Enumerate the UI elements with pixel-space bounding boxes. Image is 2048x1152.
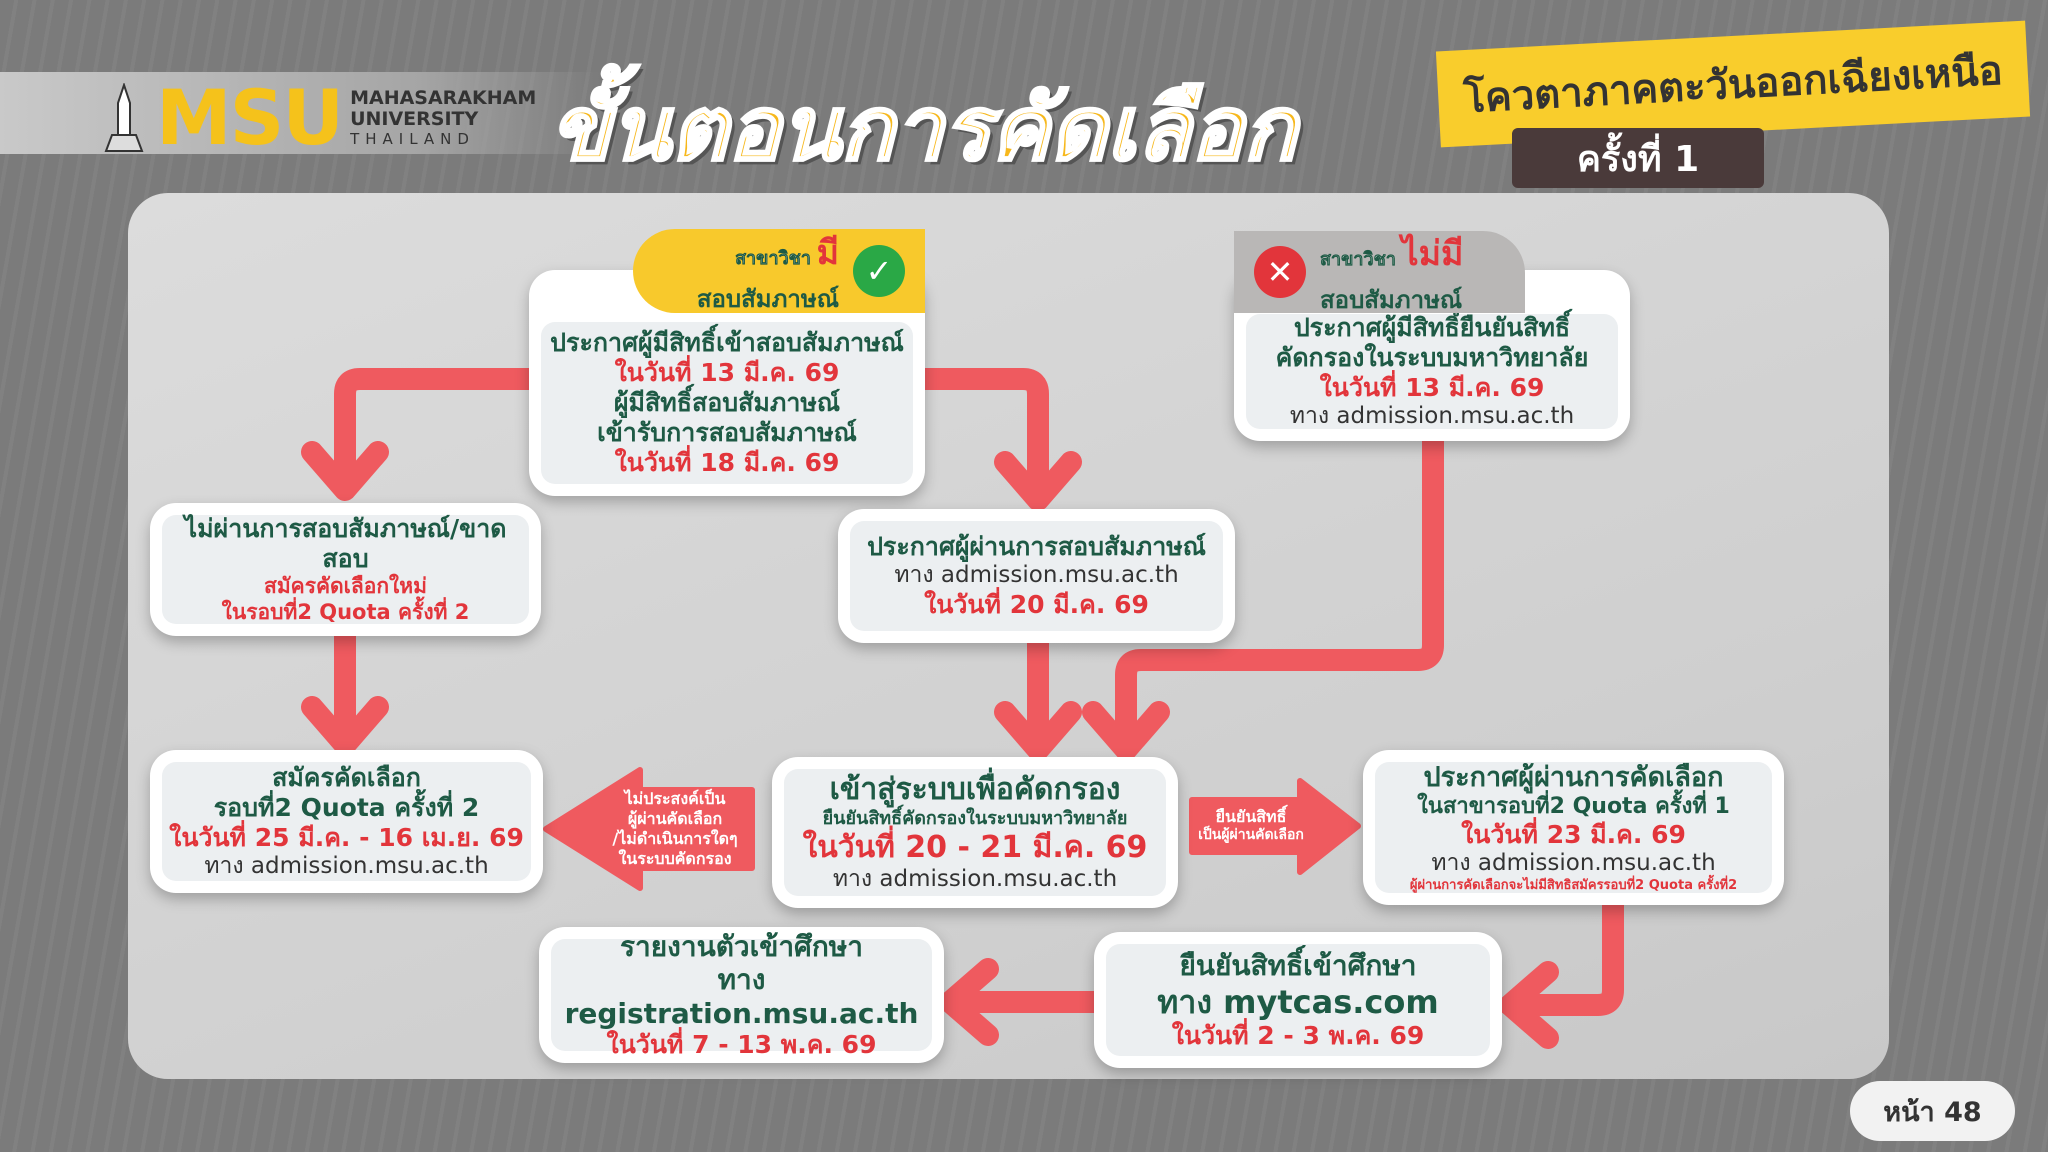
confirm-box: ยืนยันสิทธิ์เข้าศึกษา ทาง mytcas.com ในว… — [1094, 932, 1502, 1068]
arrow-to-pass — [914, 368, 1082, 511]
logo-line: THAILAND — [350, 130, 475, 149]
university-emblem-icon — [104, 83, 144, 152]
box-text: ไม่ผ่านการสอบสัมภาษณ์/ขาดสอบ — [184, 514, 507, 574]
box-text: ประกาศผู้ผ่านการคัดเลือก — [1423, 761, 1724, 793]
box-url: ทาง admission.msu.ac.th — [832, 865, 1118, 892]
arrow-label-line: ยืนยันสิทธิ์ — [1215, 807, 1287, 827]
page-number: หน้า 48 — [1850, 1081, 2015, 1141]
box-date: ในวันที่ 25 มี.ค. - 16 เม.ย. 69 — [169, 822, 524, 852]
box-date: ในวันที่ 20 - 21 มี.ค. 69 — [802, 829, 1148, 865]
tag-main: สอบสัมภาษณ์ — [1320, 285, 1463, 314]
box-date: ในวันที่ 18 มี.ค. 69 — [614, 448, 840, 477]
box-date: ในวันที่ 13 มี.ค. 69 — [614, 358, 840, 387]
box-text: เข้ารับการสอบสัมภาษณ์ — [597, 418, 857, 447]
tag-main: สอบสัมภาษณ์ — [696, 284, 839, 313]
decline-arrow-shape — [543, 767, 755, 891]
fail-box: ไม่ผ่านการสอบสัมภาษณ์/ขาดสอบ สมัครคัดเลื… — [150, 503, 541, 636]
box-text: เข้าสู่ระบบเพื่อคัดกรอง — [829, 771, 1121, 807]
box-url: ทาง admission.msu.ac.th — [894, 562, 1179, 589]
box-note: สมัครคัดเลือกใหม่ — [264, 574, 427, 599]
pass-interview-box: ประกาศผู้ผ่านการสอบสัมภาษณ์ ทาง admissio… — [838, 509, 1235, 643]
box-date: ในวันที่ 2 - 3 พ.ค. 69 — [1171, 1020, 1425, 1050]
logo-line: UNIVERSITY — [350, 108, 479, 131]
arrow-confirm-to-report — [939, 958, 1105, 1046]
arrow-pass-to-screen — [994, 632, 1082, 761]
box-text: คัดกรองในระบบมหาวิทยาลัย — [1275, 342, 1589, 372]
arrow-label-line: เป็นผู้ผ่านคัดเลือก — [1198, 827, 1304, 844]
tag-small: สาขาวิชา — [735, 247, 811, 269]
report-box: รายงานตัวเข้าศึกษา ทาง registration.msu.… — [539, 927, 944, 1063]
box-url: ทาง admission.msu.ac.th — [204, 852, 489, 879]
box-text: ประกาศผู้มีสิทธิ์ยืนยันสิทธิ์ — [1293, 312, 1571, 342]
header-band — [0, 72, 600, 154]
check-icon: ✓ — [853, 245, 905, 297]
logo-line: MAHASARAKHAM — [350, 86, 537, 109]
box-note: ในรอบที่2 Quota ครั้งที่ 2 — [221, 599, 470, 624]
x-icon: ✕ — [1254, 246, 1306, 298]
box-date: ในวันที่ 20 มี.ค. 69 — [924, 589, 1149, 619]
arrow-fail-to-apply — [301, 625, 389, 756]
arrow-label-line: ในระบบคัดกรอง — [618, 849, 732, 868]
accept-arrow-label: ยืนยันสิทธิ์ เป็นผู้ผ่านคัดเลือก — [1192, 800, 1310, 852]
decline-arrow-label: ไม่ประสงค์เป็น ผู้ผ่านคัดเลือก /ไม่ดำเนิ… — [600, 785, 750, 873]
tag-small: สาขาวิชา — [1320, 248, 1396, 270]
box-url: ทาง registration.msu.ac.th — [564, 963, 919, 1030]
box-url: ทาง admission.msu.ac.th — [1289, 402, 1575, 429]
box-text: ผู้มีสิทธิ์สอบสัมภาษณ์ — [613, 388, 841, 417]
arrow-to-fail — [301, 368, 540, 501]
arrow-no-interview-to-screen — [1082, 430, 1444, 761]
box-note: ผู้ผ่านการคัดเลือกจะไม่มีสิทธิสมัครรอบที… — [1409, 877, 1738, 893]
arrow-result-to-confirm — [1499, 894, 1624, 1049]
logo-text: MSU — [156, 73, 344, 162]
page-title: ขั้นตอนการคัดเลือก — [549, 76, 1299, 182]
box-text: ในสาขารอบที่2 Quota ครั้งที่ 1 — [1417, 793, 1730, 819]
box-text: ประกาศผู้มีสิทธิ์เข้าสอบสัมภาษณ์ — [550, 328, 904, 357]
box-text: ยืนยันสิทธิ์เข้าศึกษา — [1179, 949, 1417, 982]
arrow-label-line: ผู้ผ่านคัดเลือก — [627, 809, 723, 828]
no-interview-tag: ✕ สาขาวิชา ไม่มีสอบสัมภาษณ์ — [1234, 231, 1525, 314]
box-text: รายงานตัวเข้าศึกษา — [620, 929, 863, 963]
box-url: ทาง admission.msu.ac.th — [1431, 850, 1716, 877]
box-date: ในวันที่ 7 - 13 พ.ค. 69 — [606, 1030, 877, 1060]
box-date: ในวันที่ 23 มี.ค. 69 — [1461, 820, 1686, 850]
arrow-label-line: ไม่ประสงค์เป็น — [624, 789, 726, 808]
screening-box: เข้าสู่ระบบเพื่อคัดกรอง ยืนยันสิทธิ์คัดก… — [772, 757, 1178, 908]
result-box: ประกาศผู้ผ่านการคัดเลือก ในสาขารอบที่2 Q… — [1363, 750, 1784, 905]
interview-announce-box: ประกาศผู้มีสิทธิ์เข้าสอบสัมภาษณ์ ในวันที… — [529, 270, 925, 496]
box-text: สมัครคัดเลือก — [272, 762, 421, 792]
accept-arrow-shape — [1189, 778, 1361, 875]
box-text: ยืนยันสิทธิ์คัดกรองในระบบมหาวิทยาลัย — [822, 807, 1128, 829]
tag-highlight: มี — [816, 232, 839, 273]
box-date: ในวันที่ 13 มี.ค. 69 — [1319, 372, 1545, 402]
arrow-label-line: /ไม่ดำเนินการใดๆ — [612, 829, 738, 848]
box-url: ทาง mytcas.com — [1157, 982, 1439, 1021]
box-text: รอบที่2 Quota ครั้งที่ 2 — [213, 792, 480, 822]
round-badge: ครั้งที่ 1 — [1512, 128, 1764, 188]
apply-round2-box: สมัครคัดเลือก รอบที่2 Quota ครั้งที่ 2 ใ… — [150, 750, 543, 893]
tag-highlight: ไม่มี — [1401, 233, 1464, 274]
has-interview-tag: สาขาวิชา มีสอบสัมภาษณ์ ✓ — [633, 229, 925, 313]
box-text: ประกาศผู้ผ่านการสอบสัมภาษณ์ — [867, 532, 1206, 562]
